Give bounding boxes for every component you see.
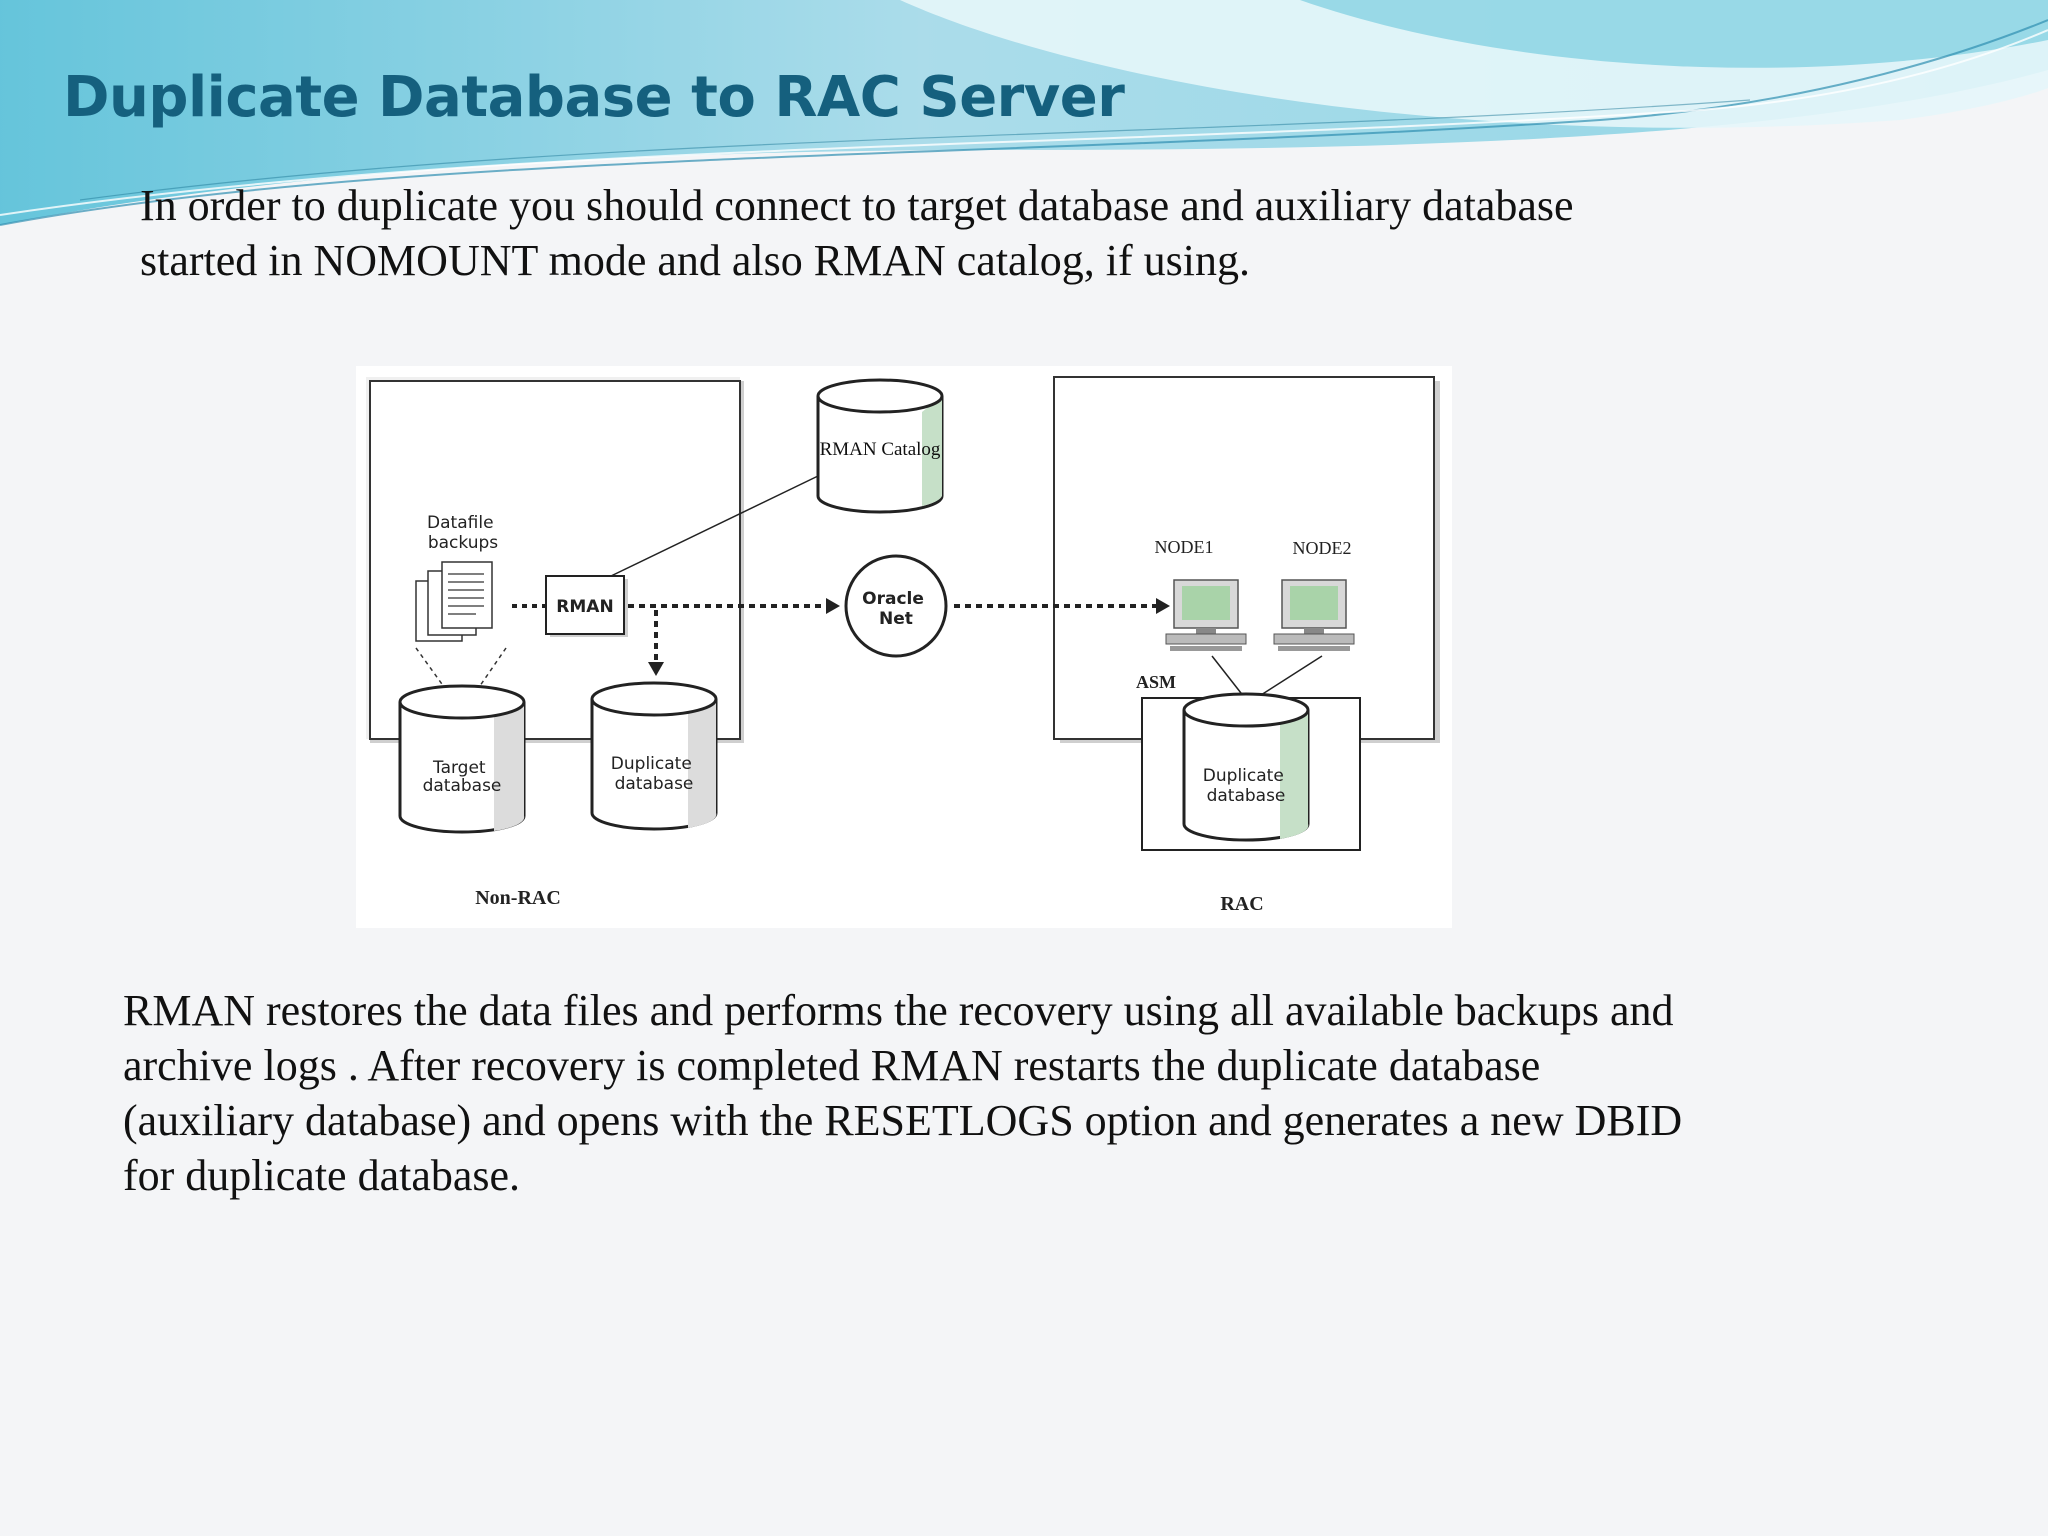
catalog-connection-line bbox=[610, 475, 819, 577]
duplicate-db-line: Duplicate bbox=[611, 754, 692, 774]
oracle-net-line: Net bbox=[879, 609, 913, 629]
body-line: RMAN restores the data files and perform… bbox=[123, 986, 1674, 1035]
non-rac-label: Non-RAC bbox=[475, 887, 561, 909]
intro-paragraph: In order to duplicate you should connect… bbox=[140, 178, 1960, 288]
rman-catalog-cylinder bbox=[816, 378, 944, 514]
arrowhead-icon bbox=[826, 598, 840, 614]
rac-box bbox=[1053, 376, 1440, 743]
duplicate-db-rac-line: database bbox=[1207, 786, 1286, 806]
node2-label: NODE2 bbox=[1293, 538, 1352, 558]
rac-label: RAC bbox=[1220, 893, 1263, 915]
datafile-backups-icon bbox=[415, 561, 493, 642]
body-paragraph: RMAN restores the data files and perform… bbox=[123, 983, 1983, 1203]
target-database-cylinder bbox=[398, 684, 526, 834]
asm-label: ASM bbox=[1136, 672, 1176, 692]
datafile-backups-line: Datafile bbox=[427, 513, 493, 533]
body-line: (auxiliary database) and opens with the … bbox=[123, 1096, 1683, 1145]
arrowhead-icon bbox=[648, 662, 664, 676]
non-rac-box bbox=[366, 377, 744, 743]
oracle-net-line: Oracle bbox=[862, 589, 924, 609]
rman-label: RMAN bbox=[556, 597, 613, 617]
datafile-backups-line: backups bbox=[428, 533, 498, 553]
target-db-line: database bbox=[423, 776, 502, 796]
node1-label: NODE1 bbox=[1155, 537, 1214, 557]
target-db-line: Target bbox=[432, 758, 486, 778]
duplicate-database-local-label: Duplicate database bbox=[611, 754, 697, 794]
oracle-net-label: Oracle Net bbox=[862, 589, 930, 629]
rman-catalog-label: RMAN Catalog bbox=[820, 439, 941, 460]
header-swoosh-decoration bbox=[0, 0, 2048, 226]
duplicate-db-rac-line: Duplicate bbox=[1203, 766, 1284, 786]
datafile-backups-label: Datafile backups bbox=[427, 513, 499, 553]
body-line: for duplicate database. bbox=[123, 1151, 521, 1200]
intro-line: started in NOMOUNT mode and also RMAN ca… bbox=[140, 236, 1251, 285]
node2-computer-icon bbox=[1273, 579, 1355, 651]
duplicate-db-line: database bbox=[615, 774, 694, 794]
rman-box bbox=[545, 575, 628, 637]
slide-title: Duplicate Database to RAC Server bbox=[63, 65, 1125, 130]
node1-computer-icon bbox=[1165, 579, 1247, 651]
duplicate-database-rac-label: Duplicate database bbox=[1203, 766, 1289, 806]
arrowhead-icon bbox=[1156, 598, 1170, 614]
target-database-label: Target database bbox=[423, 758, 502, 796]
rman-duplicate-diagram: RMAN Catalog Datafile backups RMAN Oracl… bbox=[356, 366, 1452, 928]
intro-line: In order to duplicate you should connect… bbox=[140, 181, 1574, 230]
duplicate-database-rac-cylinder bbox=[1182, 692, 1310, 842]
body-line: archive logs . After recovery is complet… bbox=[123, 1041, 1541, 1090]
duplicate-database-local-cylinder bbox=[590, 681, 718, 831]
oracle-net-circle bbox=[844, 554, 948, 658]
